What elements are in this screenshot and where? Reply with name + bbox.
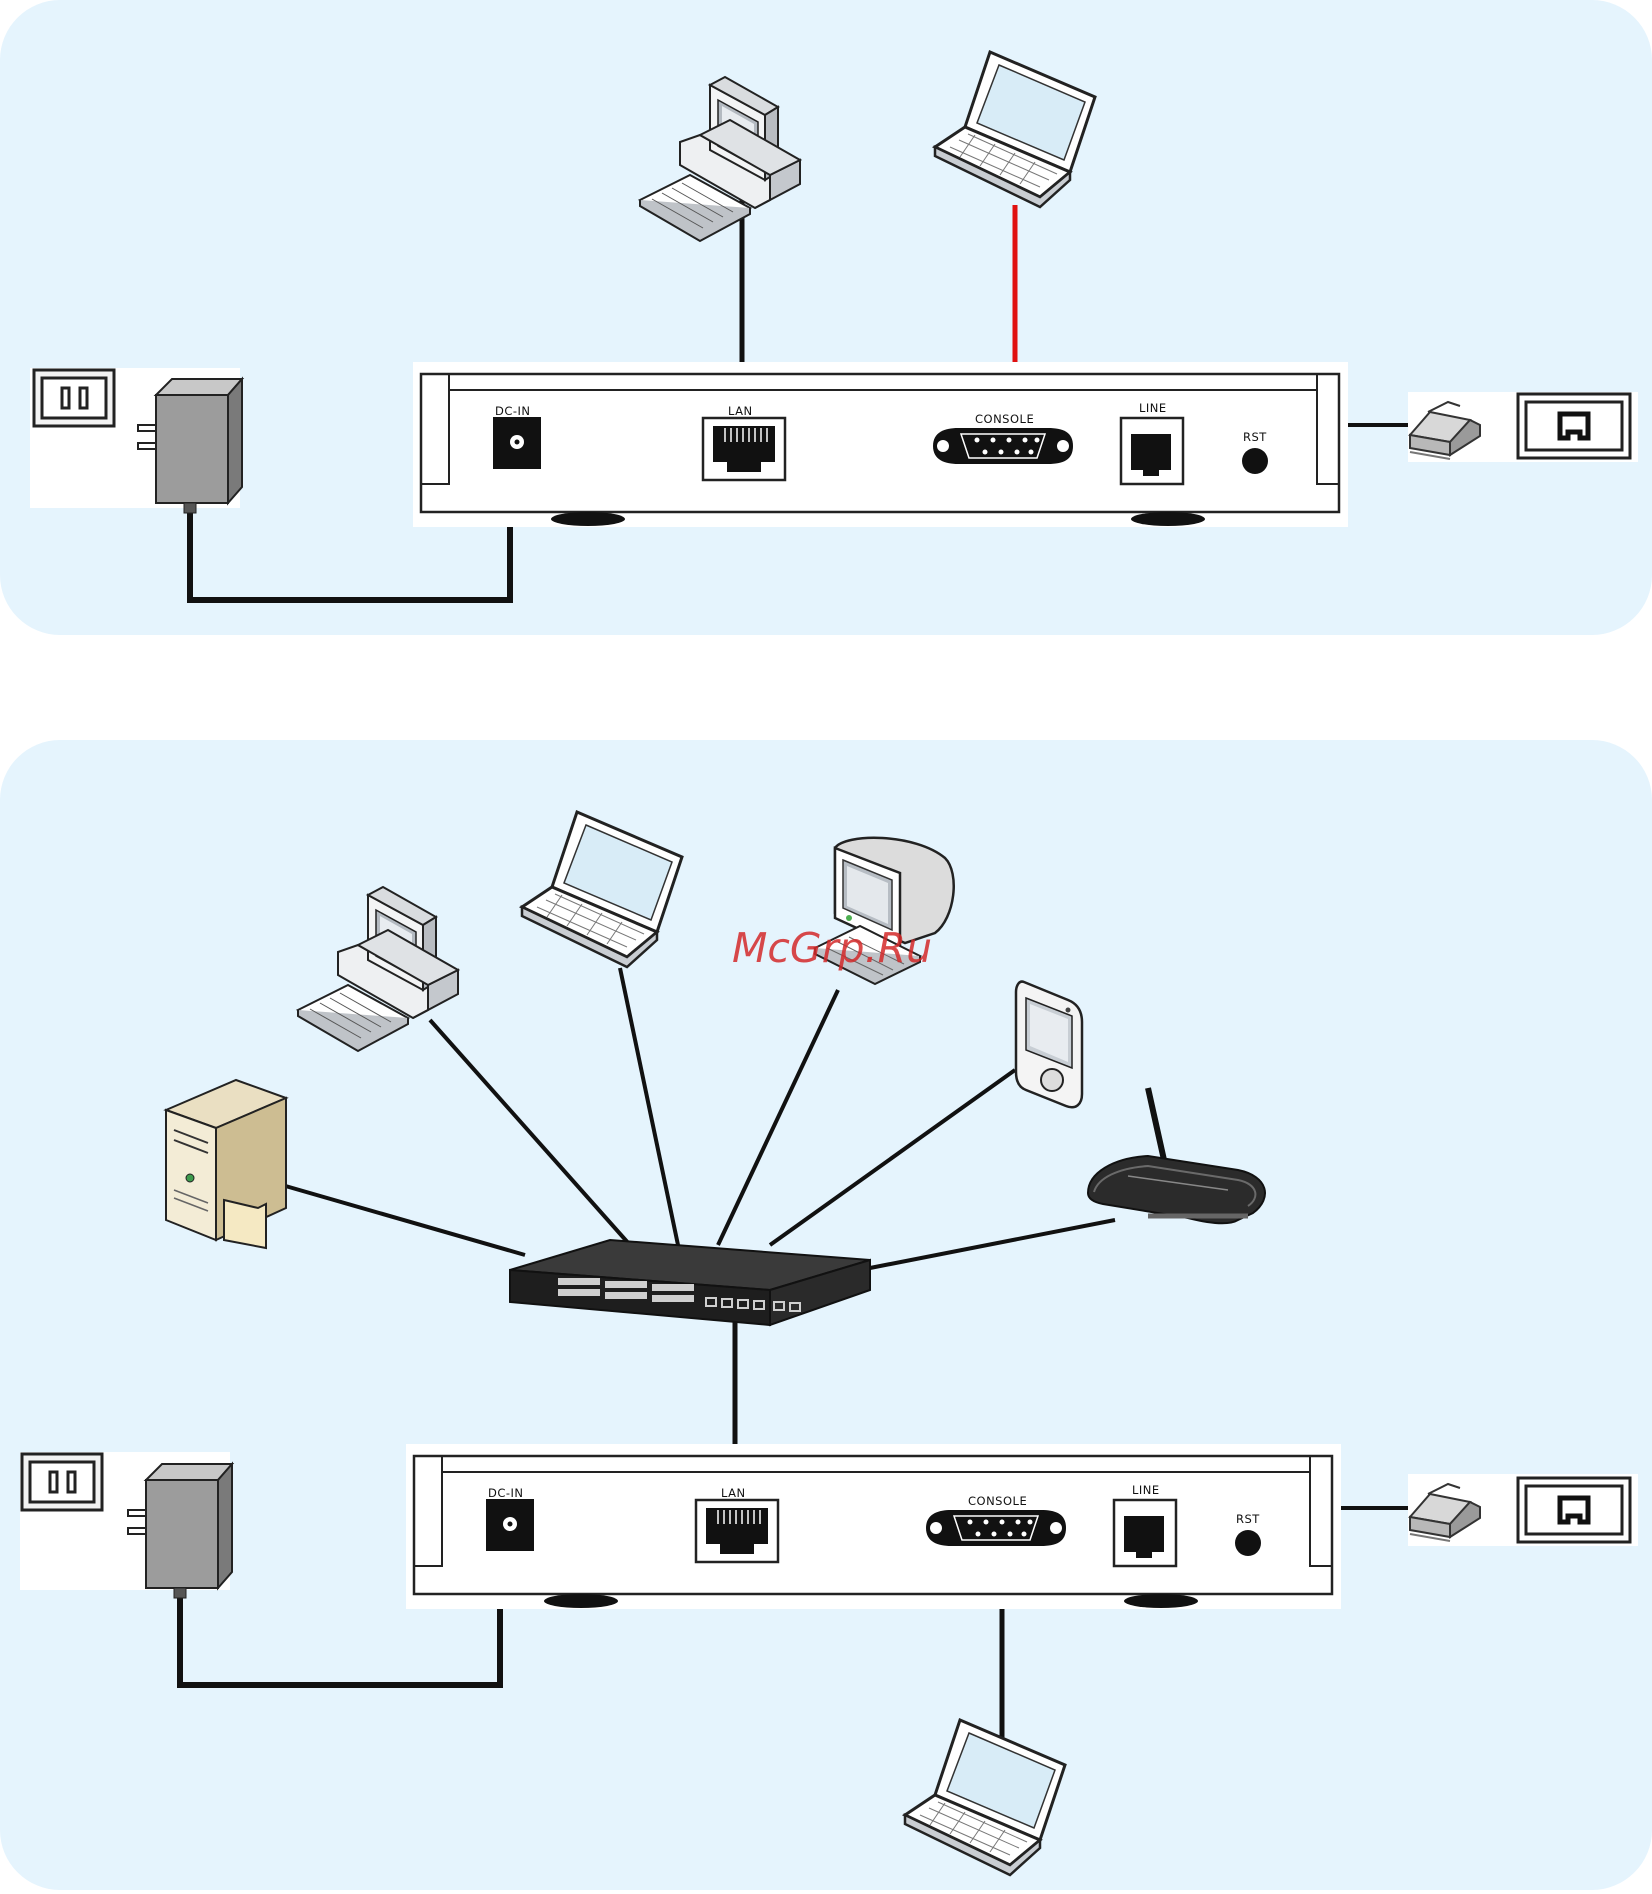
console-label: CONSOLE [968,1494,1027,1508]
wireless-router-icon [1088,1088,1265,1223]
laptop-icon [522,812,682,967]
router-device-rear-panel: DC-IN LAN CONSOLE LINE RST [413,362,1348,527]
dc-in-label: DC-IN [488,1486,524,1500]
lan-label: LAN [728,404,753,418]
cable-pda-to-switch [770,1070,1015,1245]
rst-label: RST [1243,430,1267,444]
cable-wireless-router-to-switch [870,1220,1115,1268]
watermark: McGrp.Ru [732,924,932,972]
console-laptop-icon [905,1720,1065,1875]
rst-label: RST [1236,1512,1260,1526]
lan-label: LAN [721,1486,746,1500]
power-outlet-icon [22,1454,102,1510]
cable-imac-to-switch [718,990,838,1245]
cable-desktop-to-switch [430,1020,630,1245]
power-outlet-icon [34,370,114,426]
dc-in-label: DC-IN [495,404,531,418]
router-device-rear-panel: DC-IN LAN CONSOLE LINE RST [406,1444,1341,1609]
console-label: CONSOLE [975,412,1034,426]
phone-jack-icon [1518,394,1630,458]
line-label: LINE [1132,1483,1160,1497]
pda-icon [1016,982,1082,1108]
cable-server-to-switch [282,1185,525,1255]
cable-laptop-to-switch [620,968,678,1245]
ethernet-switch-icon [510,1240,870,1325]
laptop-icon [935,52,1095,207]
desktop-pc-icon [640,77,800,241]
line-label: LINE [1139,401,1167,415]
file-server-icon [166,1080,286,1248]
top-diagram: DC-IN LAN CONSOLE LINE RST [30,52,1638,600]
phone-jack-icon [1518,1478,1630,1542]
